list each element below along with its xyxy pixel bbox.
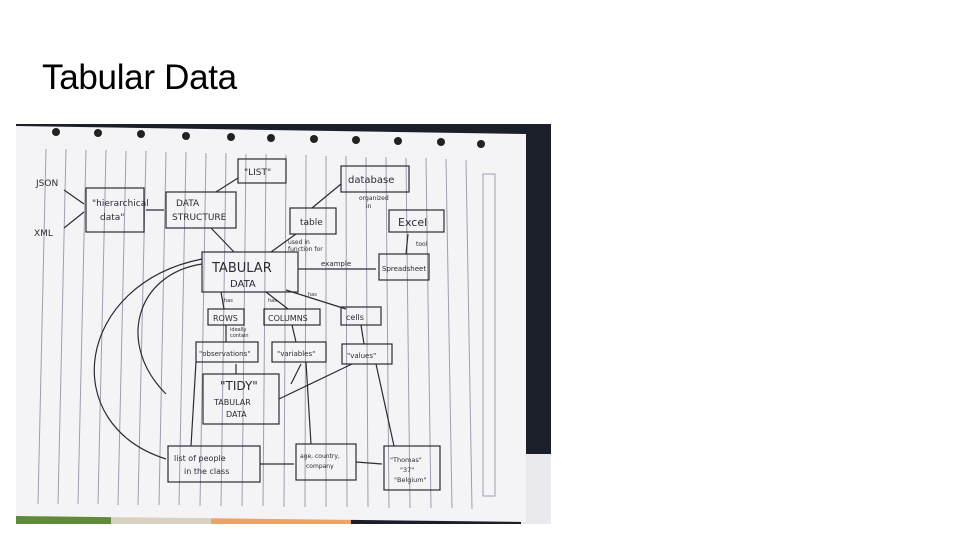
label-example: example [321,260,351,268]
label-tidy-3: DATA [226,410,247,419]
ruled-lines [37,148,496,510]
label-has2: has [268,298,277,304]
label-used-1: used in [288,239,310,246]
sketch-drawing: JSON XML "hierarchical data" DATA STRUCT… [16,124,551,524]
list-box [237,158,287,184]
ink-shapes [63,158,445,491]
spreadsheet-box [378,253,430,281]
label-used-2: function for [288,246,323,253]
label-json: JSON [35,179,58,189]
label-ideally-1: ideally [230,327,246,333]
label-values: "values" [347,352,376,360]
label-hier-1: "hierarchical [92,199,149,209]
down-links [190,361,395,447]
label-excel: Excel [398,216,427,229]
label-has1: has [224,298,233,304]
curve-2 [93,258,203,460]
label-list-people-1: list of people [174,454,226,463]
label-cells: cells [346,313,364,322]
label-columns: COLUMNS [268,314,308,323]
tabular-to-parts [220,289,347,310]
label-thomas-2: "37" [400,466,414,474]
label-tool: tool [416,241,428,248]
values-box [341,343,393,365]
label-variables: "variables" [277,350,315,358]
observations-box [195,341,259,363]
ds-to-list [215,177,239,193]
parts-to-labels [225,324,365,345]
label-ds-1: DATA [176,199,200,209]
label-database: database [348,175,394,186]
label-hier-2: data" [100,213,124,223]
label-tidy-1: "TIDY" [220,379,258,393]
data-structure-box [165,191,237,229]
label-rows: ROWS [213,314,238,323]
table-to-database [311,183,342,209]
label-tabular-2: DATA [230,279,256,290]
label-spreadsheet: Spreadsheet [382,265,426,273]
curve-1 [137,263,203,395]
label-has3: has [308,292,317,298]
label-xml: XML [34,229,53,239]
sketch-photo: JSON XML "hierarchical data" DATA STRUCT… [16,124,551,524]
label-thomas-1: "Thomas" [390,456,422,464]
sketch-labels: JSON XML "hierarchical data" DATA STRUCT… [34,168,428,484]
tidy-links [235,363,353,400]
excel-box [388,209,445,233]
json-xml-arrows [63,189,85,229]
thomas-box [383,445,441,491]
binder-rings [52,128,485,148]
label-observations: "observations" [199,350,251,358]
database-box [340,165,410,193]
tabular-box [201,251,299,293]
label-list: "LIST" [244,168,271,178]
ds-to-tabular [210,227,235,253]
table-box [289,207,337,235]
slide-title: Tabular Data [42,58,237,97]
label-age-2: company [306,463,334,470]
bottom-arrows [260,461,383,465]
label-table: table [300,218,323,228]
label-tidy-2: TABULAR [213,398,251,407]
label-tabular-1: TABULAR [211,261,272,276]
spreadsheet-to-excel [405,233,409,255]
label-organized-1: organized [359,195,389,202]
label-thomas-3: "Belgium" [394,476,427,484]
label-ideally-2: contain [230,333,249,339]
label-list-people-2: in the class [184,467,229,476]
variables-box [271,341,327,363]
paper [16,126,526,522]
hierarchical-box [85,187,145,233]
label-age-1: age, country, [300,453,340,460]
label-ds-2: STRUCTURE [172,213,227,223]
label-organized-2: in [366,203,372,210]
tabular-to-table [270,233,297,253]
